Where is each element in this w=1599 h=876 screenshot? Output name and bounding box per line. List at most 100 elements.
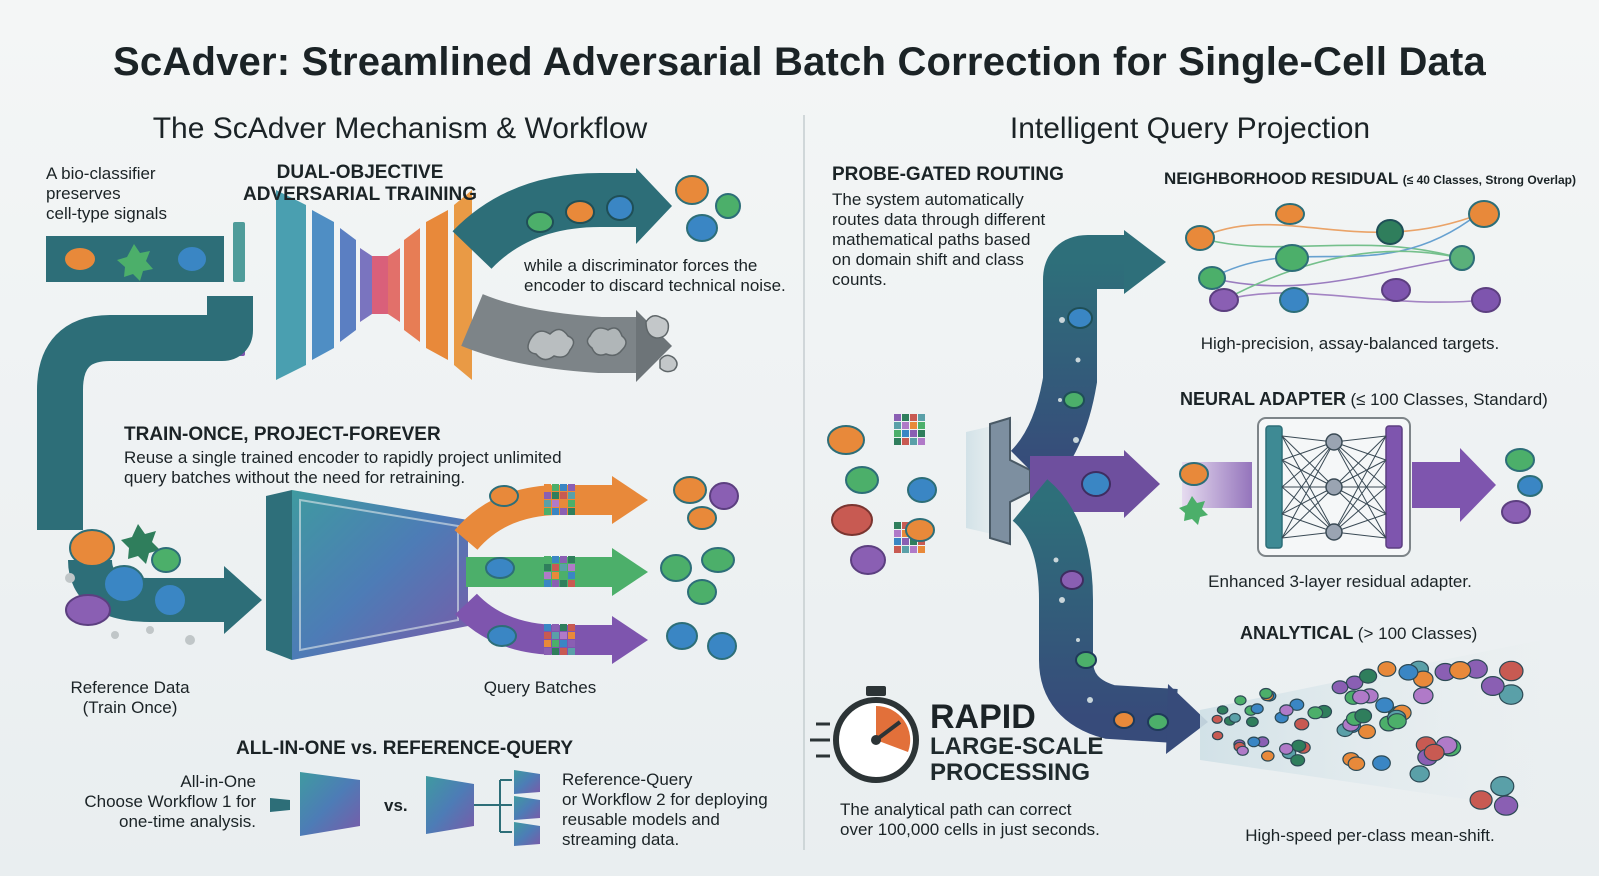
reference-data-label: Reference Data(Train Once) [70,678,190,717]
neural-adapter-caption: Enhanced 3-layer residual adapter. [1208,572,1472,591]
left-heading: The ScAdver Mechanism & Workflow [152,112,648,145]
arrow-cell-blue [606,195,634,221]
neighborhood-network [1199,213,1487,303]
spray-cell [1211,714,1223,724]
route-arrow-neighborhood [1010,235,1130,490]
noise-blob-4 [659,354,678,373]
compare-title: ALL-IN-ONE vs. REFERENCE-QUERY [236,738,574,759]
clean-cell-green [715,193,741,219]
spray-cell [1211,730,1224,741]
query-input-cells [827,425,937,575]
mini-encoder-1 [514,770,540,794]
spray-cell [1294,717,1310,731]
noise-arrow-head [636,310,672,382]
loop-arrow [37,296,253,530]
analytical-heading: ANALYTICAL (> 100 Classes) [1240,623,1478,643]
spray-cell [1278,742,1294,755]
hourglass-encoder [276,190,472,380]
cell-blue [176,245,208,273]
spray-cell [1351,689,1370,705]
cell-orange [63,246,97,272]
route-particles [1053,317,1133,719]
neighborhood-heading: NEIGHBORHOOD RESIDUAL (≤ 40 Classes, Str… [1164,169,1577,188]
corrected-query-cells [660,476,739,660]
route-arrow-analytical [1011,479,1178,743]
spray-cell [1279,704,1294,717]
spray-cell [1372,755,1391,771]
spray-cell [1490,776,1515,797]
spray-cell [1236,745,1249,756]
spray-cell [1423,743,1445,762]
spray-cell [1354,708,1373,724]
cell-green [117,244,153,281]
spray-cell [1250,703,1264,715]
spray-cell [1448,660,1472,680]
spray-cell [1261,750,1275,762]
spray-cell [1377,661,1397,677]
noise-blob-2 [586,327,627,357]
noise-blob-3 [645,315,670,339]
spray-cell [1234,695,1247,706]
arrow-cell-orange [565,200,595,224]
rapid-title: RAPID [930,698,1036,736]
spray-cell [1398,663,1419,681]
neighborhood-cells [1185,200,1501,313]
query-batches-label: Query Batches [483,678,597,697]
embedding-grid-icon [544,624,575,655]
train-once-desc: Reuse a single trained encoder to rapidl… [124,448,562,487]
spray-cell [1480,675,1505,696]
spray-cell [1413,686,1434,705]
classifier-bar-top [233,222,245,282]
query-arrow-orange [454,485,616,551]
neighborhood-caption: High-precision, assay-balanced targets. [1200,334,1500,353]
neural-adapter-heading: NEURAL ADAPTER (≤ 100 Classes, Standard) [1180,389,1548,409]
spray-cell [1387,713,1407,730]
spray-cell [1358,668,1378,684]
clean-cell-orange [675,175,709,205]
spray-cell [1331,680,1349,695]
spray-cell [1409,765,1430,783]
workflow2-encoder-icon [426,776,474,834]
mini-encoder-2 [514,796,540,820]
spray-cell [1291,739,1307,753]
spray-cell [1307,706,1324,720]
clean-output-arrow [452,173,640,270]
workflow1-encoder-icon [300,772,360,836]
spray-cell [1347,756,1366,771]
spray-cell [1290,754,1306,767]
reference-data-cluster [65,524,195,645]
trained-encoder [266,490,468,660]
vs-label: vs. [384,796,408,815]
embedding-grid-icon [544,484,575,515]
spray-cell [1259,687,1273,700]
stopwatch-icon [810,686,919,783]
probe-gated-title: PROBE-GATED ROUTING [832,164,1064,185]
spray-cell [1469,790,1493,810]
spray-cell [1245,716,1259,728]
clean-output-arrow-head [636,168,672,244]
page-title: ScAdver: Streamlined Adversarial Batch C… [113,40,1486,84]
spray-cell [1216,705,1229,715]
spray-cell [1357,724,1376,740]
embedding-grid-icon [894,414,925,445]
mini-encoder-3 [514,822,540,846]
spray-cell [1498,684,1524,705]
arrow-cell-green [526,211,554,233]
loop-arrow-head [224,566,262,634]
spray-cell [1247,736,1261,748]
right-heading: Intelligent Query Projection [1009,112,1371,145]
analytical-caption: High-speed per-class mean-shift. [1245,826,1495,845]
spray-cell [1375,697,1394,714]
noise-blob-1 [527,328,575,361]
embedding-grid-icon [544,556,575,587]
